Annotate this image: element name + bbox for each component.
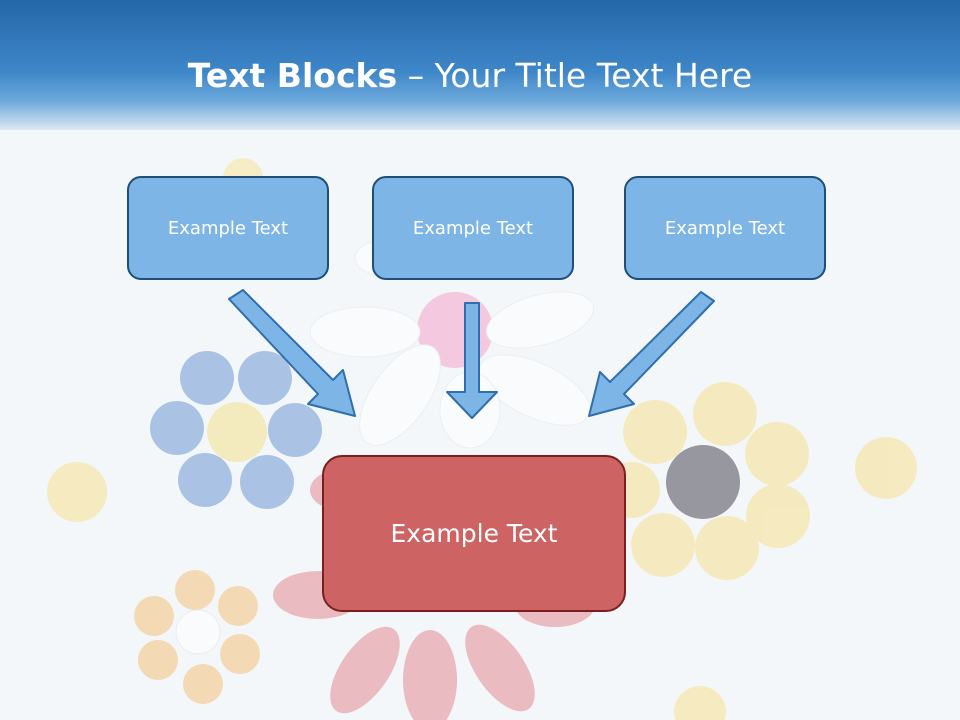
arrow-center-down <box>446 302 498 419</box>
text-box-bottom-label: Example Text <box>390 519 558 548</box>
text-box-top-left-label: Example Text <box>167 217 289 239</box>
arrow-right-diagonal <box>588 291 715 417</box>
text-box-top-right-label: Example Text <box>664 217 786 239</box>
title-bold-part: Text Blocks <box>187 56 398 95</box>
title-banner <box>0 0 960 130</box>
text-box-top-center[interactable]: Example Text <box>372 176 574 280</box>
title-dash: – <box>397 56 435 95</box>
text-box-top-center-label: Example Text <box>412 217 534 239</box>
text-box-top-right[interactable]: Example Text <box>624 176 826 280</box>
text-box-bottom-center[interactable]: Example Text <box>322 455 626 612</box>
title-rest-part: Your Title Text Here <box>434 56 753 95</box>
slide-title: Text Blocks – Your Title Text Here <box>0 56 940 96</box>
arrow-left-diagonal <box>228 289 356 417</box>
text-box-top-left[interactable]: Example Text <box>127 176 329 280</box>
